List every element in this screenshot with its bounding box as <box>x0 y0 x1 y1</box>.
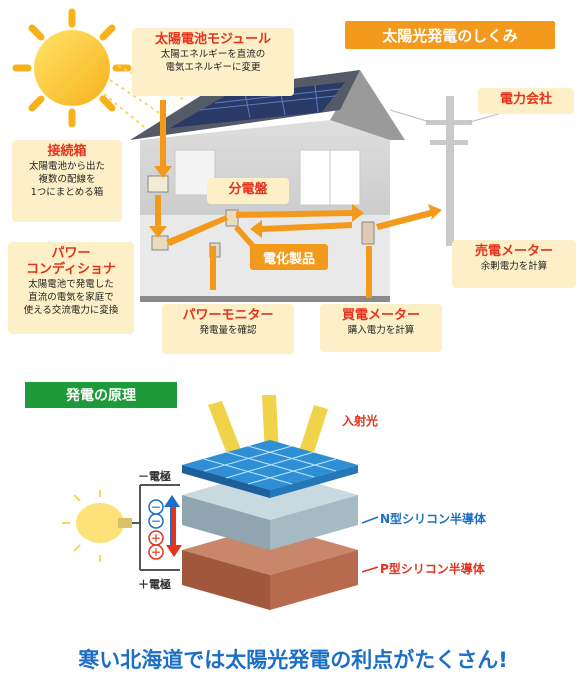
distribution-board-callout: 分電盤 <box>207 178 289 204</box>
junction-box-desc: 太陽電池から出た 複数の配線を 1つにまとめる箱 <box>28 161 105 198</box>
module-title: 太陽電池モジュール <box>154 32 272 47</box>
n-type-label: N型シリコン半導体 <box>380 512 487 526</box>
minus-sign-2: － <box>151 517 161 528</box>
plus-electrode-label: ＋電極 <box>138 578 171 591</box>
principle-title: 発電の原理 <box>25 382 177 408</box>
solar-cell-layers <box>62 395 379 610</box>
junction-box-device <box>147 175 169 193</box>
electron-charge-2 <box>148 513 164 529</box>
diagram-title: 太陽光発電のしくみ <box>345 21 555 49</box>
p-type-label: P型シリコン半導体 <box>380 562 485 576</box>
footer-message: 寒い北海道では太陽光発電の利点がたくさん! <box>78 648 508 672</box>
sale-meter-desc: 余剰電力を計算 <box>480 261 548 272</box>
junction-box-callout: 接続箱 太陽電池から出た 複数の配線を 1つにまとめる箱 <box>12 140 122 222</box>
minus-sign-1: － <box>151 503 161 514</box>
plus-sign-2: ＋ <box>151 548 161 559</box>
power-flow-arrows <box>149 100 442 298</box>
power-conditioner-desc: 太陽電池で発電した 直流の電気を家庭で 使える交流電力に変換 <box>23 279 119 316</box>
purchase-meter-desc: 購入電力を計算 <box>347 325 415 336</box>
purchase-meter-callout: 買電メーター 購入電力を計算 <box>320 304 442 352</box>
light-bulb-icon <box>62 490 132 562</box>
incident-light-label: 入射光 <box>342 414 379 428</box>
power-monitor-callout: パワーモニター 発電量を確認 <box>162 304 294 354</box>
plus-sign-1: ＋ <box>151 534 161 545</box>
utility-pole-icon <box>389 96 531 246</box>
meter-device <box>361 221 375 245</box>
module-callout: 太陽電池モジュール 太陽エネルギーを直流の 電気エネルギーに変更 <box>132 28 294 96</box>
power-monitor-title: パワーモニター <box>182 308 274 323</box>
power-conditioner-callout: パワー コンディショナ 太陽電池で発電した 直流の電気を家庭で 使える交流電力に… <box>8 242 134 334</box>
cell-top-panel <box>182 440 358 498</box>
junction-box-title: 接続箱 <box>47 144 87 159</box>
minus-electrode-label: －電極 <box>138 470 171 483</box>
module-desc: 太陽エネルギーを直流の 電気エネルギーに変更 <box>160 49 266 73</box>
sale-meter-callout: 売電メーター 余剰電力を計算 <box>452 240 576 288</box>
power-conditioner-device <box>151 235 169 251</box>
power-conditioner-title: パワー コンディショナ <box>25 246 117 277</box>
distribution-board-title: 分電盤 <box>228 182 268 197</box>
appliances-label: 電化製品 <box>250 244 328 270</box>
charge-arrows <box>164 495 182 557</box>
hole-charge-2 <box>148 544 164 560</box>
sale-meter-title: 売電メーター <box>474 244 553 259</box>
power-company-callout: 電力会社 <box>478 88 574 114</box>
power-company-title: 電力会社 <box>499 92 552 107</box>
purchase-meter-title: 買電メーター <box>341 308 420 323</box>
power-monitor-desc: 発電量を確認 <box>199 325 257 336</box>
sun-icon <box>12 8 186 141</box>
